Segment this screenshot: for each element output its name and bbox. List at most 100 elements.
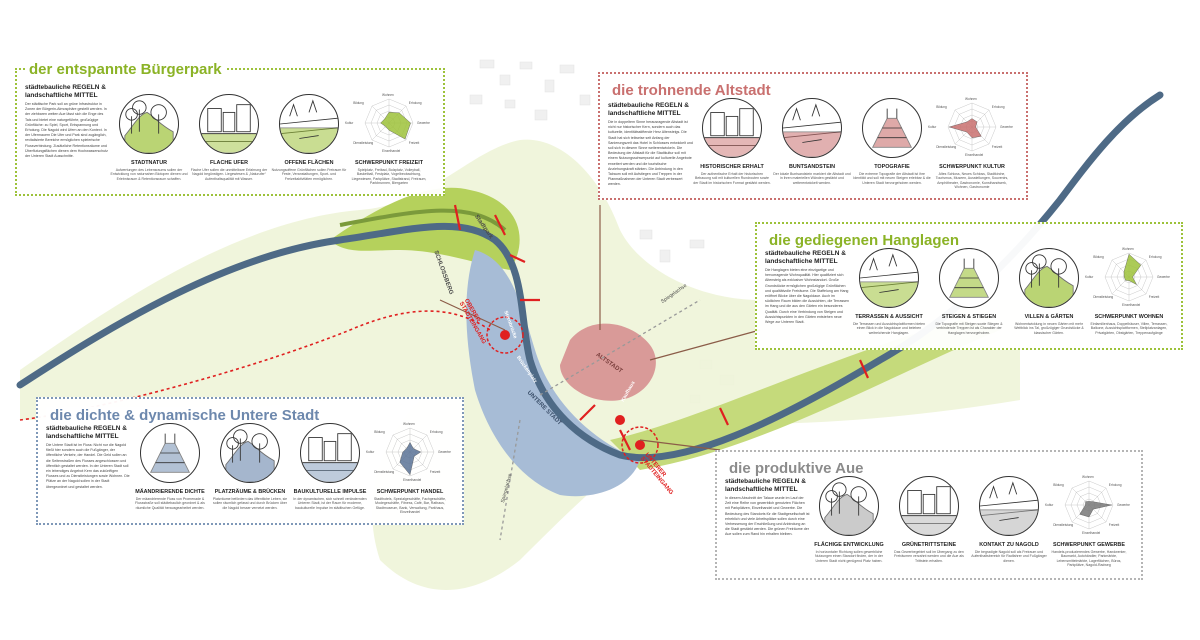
radar-axis-label: Bildung: [353, 101, 364, 106]
route-line: [19, 310, 491, 421]
panel-subhead: städtebauliche REGELN & landschaftliche …: [765, 250, 846, 265]
spiegelachse-line-1: [539, 299, 701, 396]
radar-axis-label: Einzelhandel: [382, 149, 401, 153]
radar-axis-label: Dienstleistung: [1053, 522, 1074, 527]
radar-axis-label: Wohnen: [382, 93, 394, 97]
illustration-circle-3: [1019, 248, 1079, 308]
panel-title: die dichte & dynamische Untere Stadt: [46, 407, 324, 424]
item-label: SCHWERPUNKT FREIZEIT: [355, 160, 423, 166]
unterer-eingang-marker[interactable]: [635, 440, 645, 450]
radar-profile-shape: [1079, 501, 1112, 518]
panel-title: die produktive Aue: [725, 460, 868, 477]
radar-axis-label: Einzelhandel: [965, 153, 984, 157]
item-description: Die begradigte Nagold soll als Freiraum …: [971, 550, 1047, 563]
kaufhaus-marker[interactable]: [615, 415, 625, 425]
item-label: STADTNATUR: [130, 160, 168, 166]
radar-axis-label: Gewerbe: [1157, 275, 1170, 279]
radar-axis-label: Einzelhandel: [1122, 303, 1141, 307]
item-description: In horizontaler Richtung sollen gewerbli…: [815, 550, 883, 563]
item-label: SCHWERPUNKT KULTUR: [939, 164, 1005, 170]
oberer-eingang-ring: [486, 316, 524, 354]
item-label: SCHWERPUNKT GEWERBE: [1053, 542, 1125, 548]
altstadt-area: [560, 323, 656, 401]
bridge-markers: [453, 204, 870, 451]
item-description: Flache Ufer sollen die unmittelbare Erfa…: [190, 168, 268, 181]
panel-body: In diesem Abschnitt der Talaue wurde im …: [725, 496, 810, 537]
illustration-circle-3: [862, 98, 922, 158]
panel-title: die trohnende Altstadt: [608, 82, 775, 99]
radar-axis-label: Gewerbe: [1117, 503, 1130, 507]
illustration-circle-2: [220, 423, 280, 483]
panel-body: Die in doppeltem Sinne herausragende Alt…: [608, 120, 693, 187]
profile-radar-chart: [356, 90, 422, 156]
radar-axis-label: Erholung: [991, 105, 1005, 110]
radar-axis-label: Erholung: [408, 101, 422, 106]
radar-axis-label: Dienstleistung: [374, 469, 395, 474]
panel-subhead: städtebauliche REGELN & landschaftliche …: [725, 478, 806, 493]
illustration-circle-1: [140, 423, 200, 483]
radar-axis-label: Wohnen: [403, 422, 415, 426]
radar-profile-shape: [1123, 253, 1142, 286]
radar-axis-label: Freizeit: [408, 140, 420, 145]
item-description: Das Gewerbegebiet soll im Übergang zu de…: [894, 550, 964, 563]
item-description: Der mäandrierende Fluss von Promenade & …: [135, 497, 205, 510]
item-label: PLATZRÄUME & BRÜCKEN: [214, 489, 286, 495]
illustration-circle-1: [702, 98, 762, 158]
radar-axis-label: Kultur: [1045, 503, 1054, 507]
panel-title: die gediegenen Hanglagen: [765, 232, 964, 249]
item-description: Die Topografie mit Steigen sowie Stiegen…: [935, 322, 1003, 335]
item-label: VILLEN & GÄRTEN: [1024, 314, 1074, 320]
profile-radar-chart: [1096, 244, 1162, 310]
panel-body: Die Hanglagen bieten eine einzigartige u…: [765, 268, 850, 325]
unterer-eingang-ring: [621, 426, 659, 464]
radar-axis-label: Einzelhandel: [1082, 531, 1101, 535]
item-label: FLÄCHIGE ENTWICKLUNG: [814, 542, 884, 548]
radar-axis-label: Wohnen: [965, 97, 977, 101]
radar-axis-label: Dienstleistung: [936, 144, 957, 149]
radar-axis-label: Freizeit: [1148, 294, 1160, 299]
item-description: Wohnentwicklung in neuen Gärten mit mehr…: [1014, 322, 1084, 335]
illustration-circle-1: [859, 248, 919, 308]
radar-profile-shape: [380, 111, 411, 140]
panel-title: der entspannte Bürgerpark: [25, 61, 226, 78]
panel-altstadt: die trohnende Altstadt städtebauliche RE…: [598, 72, 1028, 200]
untere-stadt-area: [466, 250, 640, 497]
illustration-circle-3: [300, 423, 360, 483]
leader-lines: [439, 205, 761, 451]
item-label: SCHWERPUNKT HANDEL: [376, 489, 444, 495]
radar-axis-label: Dienstleistung: [353, 140, 374, 145]
profile-radar-chart: [1056, 472, 1122, 538]
oberer-eingang-marker[interactable]: [500, 330, 510, 340]
radar-axis-label: Kultur: [366, 450, 375, 454]
item-label: BAUKULTURELLE IMPULSE: [293, 489, 367, 495]
panel-subhead: städtebauliche REGELN & landschaftliche …: [46, 425, 127, 440]
illustration-circle-1: [819, 476, 879, 536]
radar-axis-label: Kultur: [928, 125, 937, 129]
radar-profile-shape: [948, 118, 982, 139]
item-description: In der dynamischen, sich schnell verände…: [293, 497, 367, 510]
radar-axis-label: Wohnen: [1122, 247, 1134, 251]
item-description: Einfamilienhaus, Doppelhäuser, Villen, T…: [1090, 322, 1168, 335]
illustration-circle-2: [782, 98, 842, 158]
profile-radar-chart: [377, 419, 443, 485]
spiegelachse-line-2: [499, 419, 521, 541]
illustration-circle-1: [119, 94, 179, 154]
item-label: HISTORISCHER ERHALT: [700, 164, 764, 170]
item-description: Platzräume befördern das öffentliche Leb…: [212, 497, 288, 510]
profile-radar-chart: [939, 94, 1005, 160]
illustration-circle-3: [979, 476, 1039, 536]
item-description: Die Terrassen und Aussichtsplattformen b…: [852, 322, 926, 335]
panel-subhead: städtebauliche REGELN & landschaftliche …: [608, 102, 689, 117]
panel-body: Der städtische Park soll an grüne Infras…: [25, 102, 108, 159]
radar-axis-label: Freizeit: [991, 144, 1003, 149]
radar-axis-label: Bildung: [936, 105, 947, 110]
illustration-circle-2: [899, 476, 959, 536]
item-description: Aufwertungen des Lebensraums sollen der …: [110, 168, 188, 181]
panel-subhead: städtebauliche REGELN & landschaftliche …: [25, 84, 106, 99]
radar-axis-label: Bildung: [1053, 483, 1064, 488]
item-label: TOPOGRAFIE: [874, 164, 910, 170]
item-label: FLACHE UFER: [209, 160, 249, 166]
illustration-circle-2: [199, 94, 259, 154]
panel-hanglagen: die gediegenen Hanglagen städtebauliche …: [755, 222, 1183, 350]
radar-axis-label: Erholung: [1148, 255, 1162, 260]
